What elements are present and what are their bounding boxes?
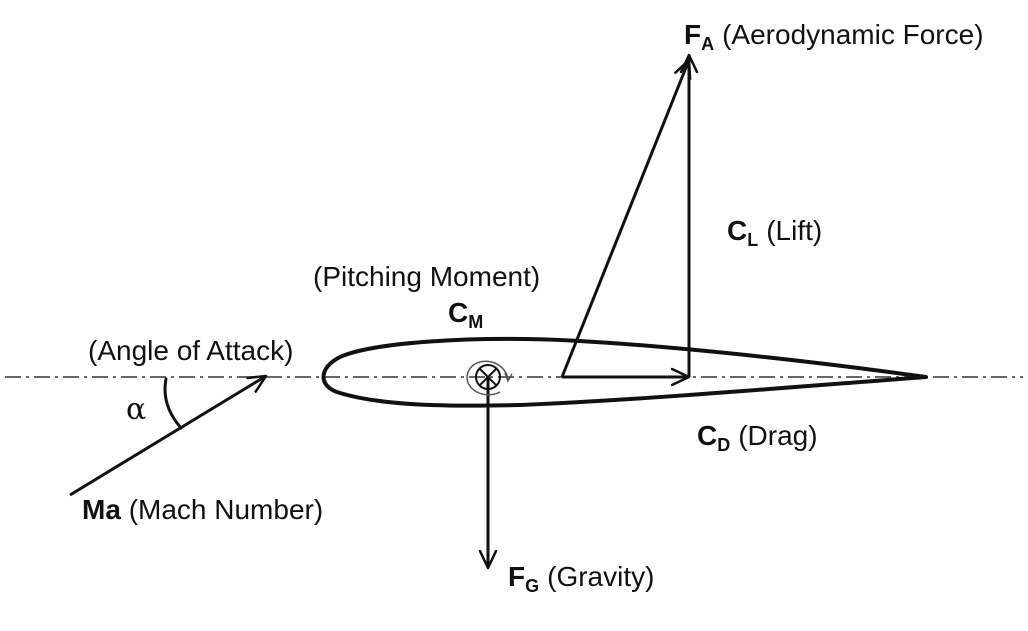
lift-label: CL(Lift) (727, 215, 823, 250)
aero-force-label: FA(Aerodynamic Force) (684, 19, 984, 54)
mach-arrow (69, 374, 266, 497)
pitching-moment-arrowhead (504, 372, 513, 383)
angle-of-attack-arc (163, 377, 183, 430)
aero-force-arrow (560, 60, 689, 378)
mach-label: Ma (Mach Number) (82, 494, 324, 525)
center-of-mass-icon (475, 364, 501, 390)
angle-of-attack-label: (Angle of Attack) (88, 335, 294, 366)
gravity-label: FG(Gravity) (508, 561, 655, 596)
airfoil-outline (321, 337, 928, 408)
alpha-symbol: α (126, 392, 147, 427)
pitching-moment-symbol: CM (448, 297, 484, 332)
drag-label: CD(Drag) (697, 420, 818, 455)
pitching-moment-text: (Pitching Moment) (313, 261, 541, 292)
pitching-moment-icon (466, 360, 509, 396)
